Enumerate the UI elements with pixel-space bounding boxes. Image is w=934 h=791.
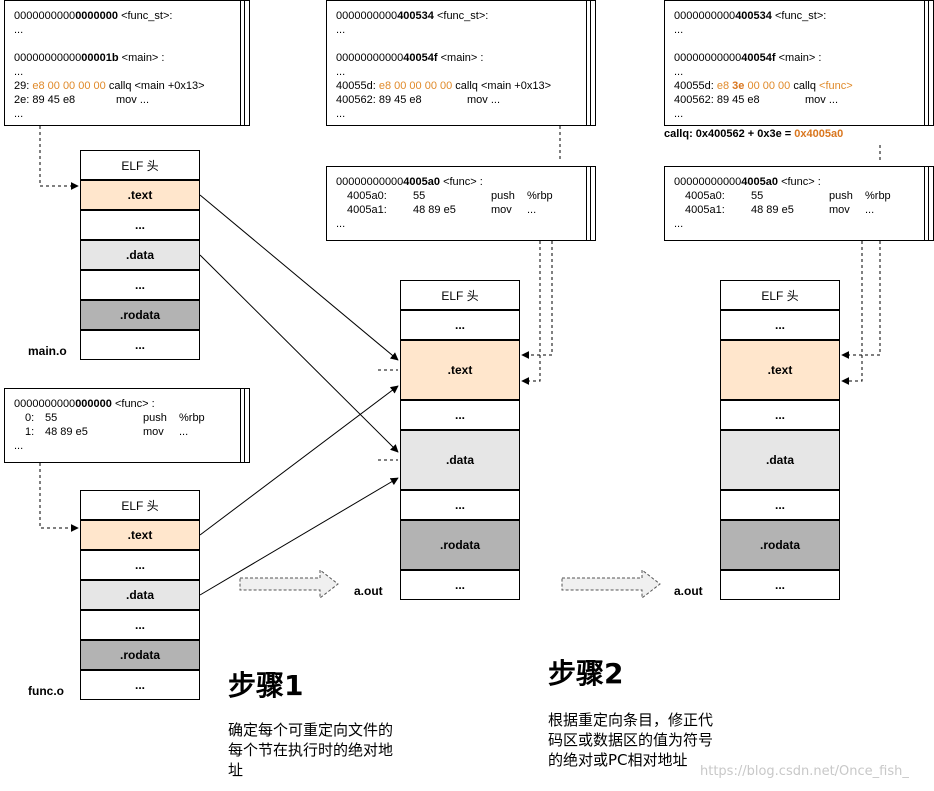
section-elf-header: ELF 头 xyxy=(400,280,520,310)
section-ellipsis: ... xyxy=(80,670,200,700)
arrow-main-text xyxy=(199,194,399,361)
code-line: 0000000000000001b <main> : xyxy=(14,52,165,64)
code-line: 0000000000040054f <main> : xyxy=(674,52,822,64)
dashed-connector-main-text xyxy=(39,126,79,190)
code-line: ... xyxy=(336,24,346,36)
dashed-connector-step2-func-a xyxy=(841,241,881,359)
section-data: .data xyxy=(720,430,840,490)
section-ellipsis: ... xyxy=(80,550,200,580)
code-line: 00000000000000000 <func_st>: xyxy=(14,10,173,22)
dashed-connector-step2-func-b xyxy=(841,241,863,385)
code-line: 000000000004005a0 <func> : xyxy=(674,176,821,188)
section-rodata: .rodata xyxy=(720,520,840,570)
section-data: .data xyxy=(400,430,520,490)
code-box-main-o: 00000000000000000 <func_st>: ... 0000000… xyxy=(4,0,250,126)
section-rodata: .rodata xyxy=(80,640,200,670)
code-line: 0000000000000000 <func> : xyxy=(14,398,155,410)
code-line: 40055d: e8 3e 00 00 00 callq <func> xyxy=(674,80,853,92)
code-box-step2-main: 0000000000400534 <func_st>: ... 00000000… xyxy=(664,0,934,126)
label-main-o: main.o xyxy=(28,344,67,358)
section-ellipsis: ... xyxy=(400,400,520,430)
step2-desc: 根据重定向条目，修正代 码区或数据区的值为符号 的绝对或PC相对地址 xyxy=(548,711,714,769)
section-elf-header: ELF 头 xyxy=(80,490,200,520)
step1-desc: 确定每个可重定向文件的 每个节在执行时的绝对地 址 xyxy=(228,721,394,779)
section-ellipsis: ... xyxy=(720,490,840,520)
section-ellipsis: ... xyxy=(720,310,840,340)
section-ellipsis: ... xyxy=(400,310,520,340)
arrow-main-data xyxy=(199,254,399,453)
code-line: ... xyxy=(14,108,24,120)
code-line: 0000000000040054f <main> : xyxy=(336,52,484,64)
code-line: ... xyxy=(14,66,24,78)
section-text: .text xyxy=(720,340,840,400)
block-arrow-step2 xyxy=(561,568,661,600)
code-line: 000000000004005a0 <func> : xyxy=(336,176,483,188)
arrow-func-data xyxy=(199,477,399,596)
dashed-connector-func-text xyxy=(39,463,79,532)
section-text: .text xyxy=(80,180,200,210)
section-ellipsis: ... xyxy=(80,610,200,640)
section-ellipsis: ... xyxy=(400,570,520,600)
code-line: ... xyxy=(674,218,684,230)
label-aout-step1: a.out xyxy=(354,584,383,598)
code-line: ... xyxy=(674,108,684,120)
code-line: 40055d: e8 00 00 00 00 callq <main +0x13… xyxy=(336,80,551,92)
label-aout-step2: a.out xyxy=(674,584,703,598)
section-data: .data xyxy=(80,580,200,610)
code-line: ... xyxy=(14,440,24,452)
label-func-o: func.o xyxy=(28,684,64,698)
arrow-func-text xyxy=(199,385,399,536)
section-text: .text xyxy=(400,340,520,400)
code-line: ... xyxy=(336,218,346,230)
block-arrow-step1 xyxy=(239,568,339,600)
code-line: 29: e8 00 00 00 00 callq <main +0x13> xyxy=(14,80,205,92)
code-line: 0000000000400534 <func_st>: xyxy=(674,10,827,22)
code-box-step1-main: 0000000000400534 <func_st>: ... 00000000… xyxy=(326,0,596,126)
section-elf-header: ELF 头 xyxy=(80,150,200,180)
step2-title: 步骤2 xyxy=(548,657,624,690)
section-ellipsis: ... xyxy=(720,570,840,600)
section-ellipsis: ... xyxy=(80,330,200,360)
callq-calc-note: callq: 0x400562 + 0x3e = 0x4005a0 xyxy=(664,128,844,140)
section-ellipsis: ... xyxy=(80,270,200,300)
section-rodata: .rodata xyxy=(400,520,520,570)
section-ellipsis: ... xyxy=(80,210,200,240)
code-line: ... xyxy=(336,66,346,78)
section-data: .data xyxy=(80,240,200,270)
section-ellipsis: ... xyxy=(720,400,840,430)
dashed-connector-step1-func-b xyxy=(521,241,541,385)
watermark: https://blog.csdn.net/Once_fish_ xyxy=(700,764,909,779)
section-rodata: .rodata xyxy=(80,300,200,330)
code-line: ... xyxy=(14,24,24,36)
code-line: ... xyxy=(674,24,684,36)
section-text: .text xyxy=(80,520,200,550)
section-elf-header: ELF 头 xyxy=(720,280,840,310)
code-line: ... xyxy=(674,66,684,78)
code-line: ... xyxy=(336,108,346,120)
section-ellipsis: ... xyxy=(400,490,520,520)
step1-title: 步骤1 xyxy=(228,669,304,702)
dashed-connector-step1-func-a xyxy=(521,241,553,359)
code-line: 0000000000400534 <func_st>: xyxy=(336,10,489,22)
